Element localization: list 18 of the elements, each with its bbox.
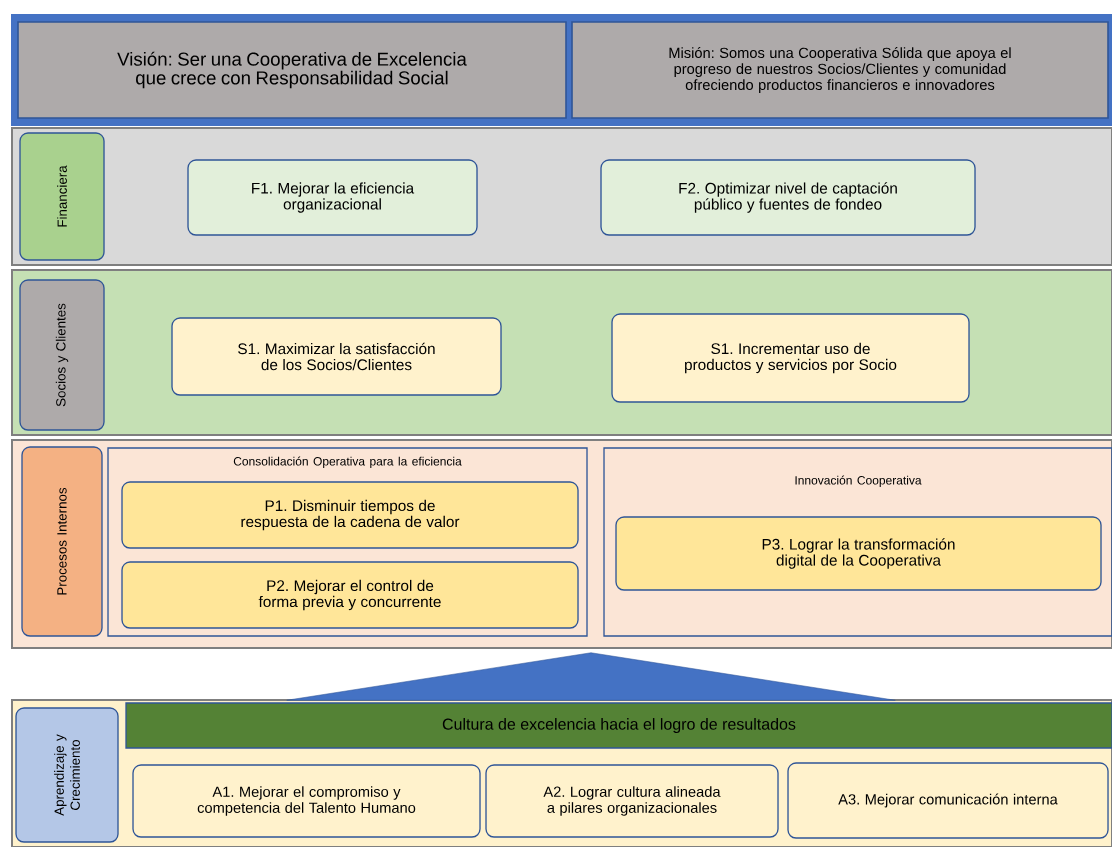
objective-box: F1. Mejorar la eficiencia organizacional (187, 159, 478, 236)
objective-box: S1. Maximizar la satisfacción de los Socios/Clientes (171, 317, 502, 396)
objective-box: P3. Lograr la transformación digital de la Cooperativa (615, 516, 1102, 591)
perspective-label: Financiera (19, 132, 105, 261)
objective-box: A2. Lograr cultura alineada a pilares organizacionales (485, 764, 779, 838)
perspective-label: Socios y Clientes (19, 279, 105, 431)
objective-box: S1. Incrementar uso de productos y servicios por Socio (611, 313, 970, 403)
objective-box: A1. Mejorar el compromiso y competencia del Talento Humano (132, 764, 481, 838)
perspective-label: Procesos Internos (21, 446, 103, 637)
objective-box: F2. Optimizar nivel de captación público y fuentes de fondeo (600, 159, 976, 236)
vision-box: Visión: Ser una Cooperativa de Excelencia que crece con Responsabilidad Social (17, 21, 567, 119)
objective-box: A3. Mejorar comunicación interna (787, 762, 1109, 839)
objective-box: P2. Mejorar el control de forma previa y concurrente (121, 561, 579, 629)
perspective-label: Aprendizaje y Crecimiento (15, 707, 119, 843)
mission-box: Misión: Somos una Cooperativa Sólida que apoya el progreso de nuestros Socios/Clientes y comunidad ofreciendo productos financieros e innovadores (571, 21, 1109, 119)
banner-bar: Cultura de excelencia hacia el logro de resultados (125, 702, 1112, 749)
pointing-triangle (286, 652, 896, 701)
objective-box: P1. Disminuir tiempos de respuesta de la cadena de valor (121, 481, 579, 549)
